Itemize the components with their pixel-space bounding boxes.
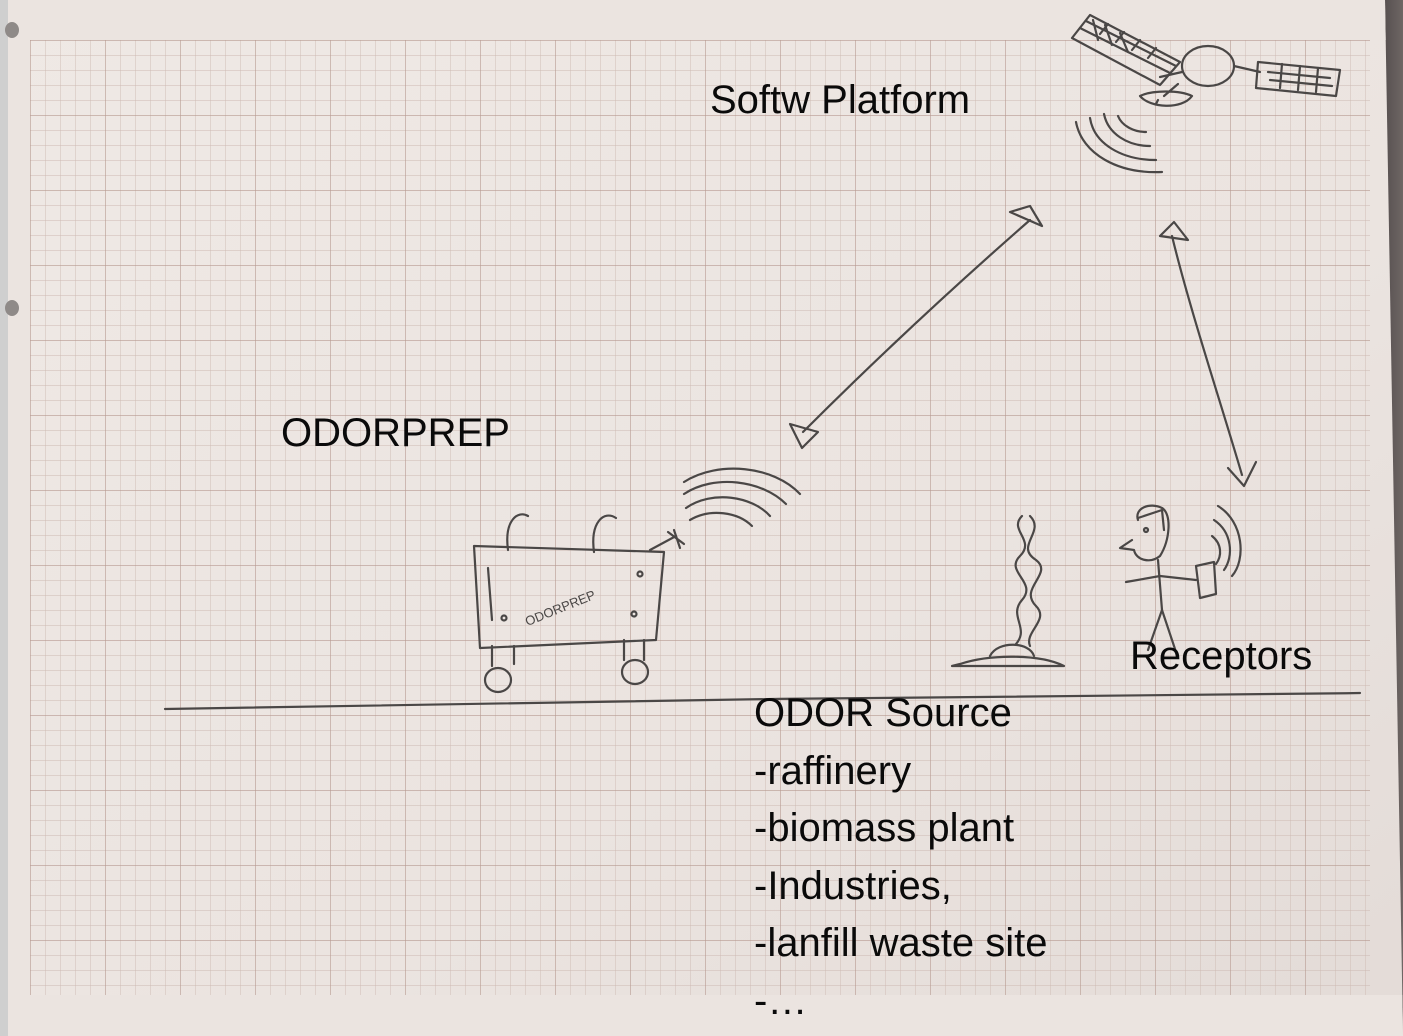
odor-source-item: -biomass plant	[754, 806, 1015, 850]
satellite-icon	[1070, 13, 1342, 107]
handheld-phone-icon	[1194, 560, 1218, 600]
signal-waves-icon	[1074, 112, 1164, 174]
receptors-label: Receptors	[1130, 634, 1313, 678]
link-arrow-platform-receptors	[1158, 220, 1258, 488]
graph-paper	[8, 0, 1403, 1036]
odor-source-item: -Industries,	[754, 863, 952, 908]
receptor-signal-waves	[1210, 504, 1242, 578]
binder-hole	[5, 22, 19, 38]
odor-source-list: ODOR Source -raffinery -biomass plant -I…	[754, 690, 1047, 1035]
odor-source-item: -raffinery	[754, 748, 912, 793]
odorprep-device-icon	[472, 467, 802, 694]
link-arrow-device-platform	[788, 204, 1044, 450]
odor-source-item: -lanfill waste site	[754, 921, 1048, 965]
odor-source-heading: ODOR Source	[754, 691, 1012, 735]
odor-source-item: -…	[754, 978, 808, 1023]
ground-line	[163, 691, 1362, 711]
platform-label: Softw Platform	[710, 78, 971, 122]
person-icon	[1118, 504, 1198, 654]
binder-hole	[5, 300, 19, 316]
odor-plume-icon	[950, 514, 1066, 668]
odorprep-label: ODORPREP	[281, 411, 510, 455]
